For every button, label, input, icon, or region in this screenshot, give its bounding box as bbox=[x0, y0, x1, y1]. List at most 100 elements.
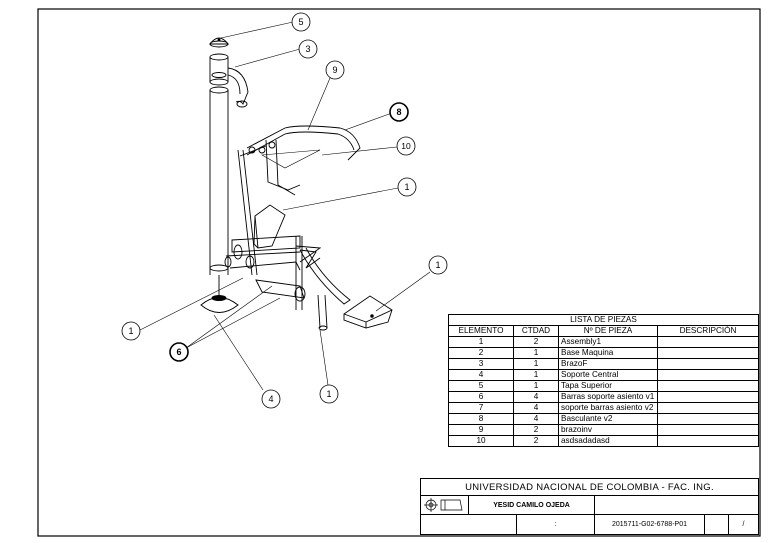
balloon-label: 4 bbox=[268, 394, 273, 404]
balloon-8: 8 bbox=[389, 102, 409, 122]
row-qty: 1 bbox=[513, 380, 559, 392]
header-description: DESCRIPCIÓN bbox=[657, 325, 759, 337]
row-desc bbox=[657, 424, 759, 436]
row-part: asdsadadasd bbox=[558, 435, 658, 447]
table-row: 6 4 Barras soporte asiento v1 bbox=[448, 391, 759, 403]
balloon-1-bottom: 1 bbox=[319, 384, 339, 404]
balloon-1-footpad: 1 bbox=[428, 255, 448, 275]
row-item: 8 bbox=[448, 413, 514, 425]
balloon-3: 3 bbox=[298, 39, 318, 59]
table-row: 2 1 Base Maquina bbox=[448, 347, 759, 359]
row-qty: 4 bbox=[513, 413, 559, 425]
top-cap-part bbox=[209, 37, 229, 48]
row-item: 1 bbox=[448, 336, 514, 348]
row-desc bbox=[657, 358, 759, 370]
balloon-label: 3 bbox=[305, 44, 310, 54]
row-part: BrazoF bbox=[558, 358, 658, 370]
upper-sleeve-part bbox=[209, 53, 249, 108]
parts-list-header-row: ELEMENTO CTDAD Nº DE PIEZA DESCRIPCIÓN bbox=[448, 325, 759, 337]
row-item: 7 bbox=[448, 402, 514, 414]
row-qty: 1 bbox=[513, 347, 559, 359]
balloon-label: 5 bbox=[298, 17, 303, 27]
table-row: 10 2 asdsadadasd bbox=[448, 435, 759, 447]
author-row: YESID CAMILO OJEDA bbox=[420, 495, 759, 515]
balloon-label: 8 bbox=[396, 107, 401, 117]
balloon-6: 6 bbox=[169, 342, 189, 362]
leader-lines bbox=[139, 21, 431, 391]
row-part: Basculante v2 bbox=[558, 413, 658, 425]
table-row: 9 2 brazoinv bbox=[448, 424, 759, 436]
projection-symbol-cell bbox=[421, 496, 469, 514]
row-desc bbox=[657, 369, 759, 381]
row-qty: 1 bbox=[513, 358, 559, 370]
row-desc bbox=[657, 347, 759, 359]
revision-cell bbox=[705, 515, 729, 534]
balloon-label: 1 bbox=[128, 326, 133, 336]
row-desc bbox=[657, 402, 759, 414]
balloon-label: 1 bbox=[326, 389, 331, 399]
row-item: 3 bbox=[448, 358, 514, 370]
table-row: 8 4 Basculante v2 bbox=[448, 413, 759, 425]
table-row: 4 1 Soporte Central bbox=[448, 369, 759, 381]
row-item: 9 bbox=[448, 424, 514, 436]
row-item: 2 bbox=[448, 347, 514, 359]
blank-cell bbox=[421, 515, 517, 534]
balloon-1-backrest: 1 bbox=[397, 177, 417, 197]
title-block: UNIVERSIDAD NACIONAL DE COLOMBIA - FAC. … bbox=[420, 478, 759, 535]
row-qty: 2 bbox=[513, 336, 559, 348]
row-desc bbox=[657, 435, 759, 447]
balloon-label: 6 bbox=[176, 347, 181, 357]
row-part: Assembly1 bbox=[558, 336, 658, 348]
row-desc bbox=[657, 336, 759, 348]
main-column-part bbox=[200, 86, 239, 313]
parts-list-table: LISTA DE PIEZAS ELEMENTO CTDAD Nº DE PIE… bbox=[448, 314, 759, 447]
row-part: brazoinv bbox=[558, 424, 658, 436]
arm-linkage-part bbox=[239, 125, 361, 196]
row-qty: 2 bbox=[513, 424, 559, 436]
row-part: Barras soporte asiento v1 bbox=[558, 391, 658, 403]
foot-pad-part bbox=[343, 295, 393, 329]
assembly-drawing bbox=[200, 37, 393, 331]
balloon-4: 4 bbox=[261, 389, 281, 409]
balloon-5: 5 bbox=[291, 12, 311, 32]
parts-list-caption: LISTA DE PIEZAS bbox=[448, 314, 759, 326]
row-item: 5 bbox=[448, 380, 514, 392]
scale-cell: : bbox=[517, 515, 595, 534]
backrest-pad-part bbox=[253, 204, 286, 249]
balloon-label: 9 bbox=[332, 65, 337, 75]
row-item: 4 bbox=[448, 369, 514, 381]
sheet-number: / bbox=[742, 521, 745, 528]
sheet-border bbox=[37, 8, 761, 537]
row-desc bbox=[657, 413, 759, 425]
projection-symbol-icon bbox=[424, 498, 463, 512]
balloon-1-left: 1 bbox=[121, 321, 141, 341]
balloon-label: 1 bbox=[404, 182, 409, 192]
row-desc bbox=[657, 391, 759, 403]
row-qty: 1 bbox=[513, 369, 559, 381]
row-part: Tapa Superior bbox=[558, 380, 658, 392]
balloon-label: 1 bbox=[435, 260, 440, 270]
balloon-10: 10 bbox=[396, 136, 416, 156]
row-qty: 4 bbox=[513, 391, 559, 403]
row-item: 6 bbox=[448, 391, 514, 403]
row-desc bbox=[657, 380, 759, 392]
lower-frame-part bbox=[224, 235, 351, 331]
row-part: soporte barras asiento v2 bbox=[558, 402, 658, 414]
balloon-9: 9 bbox=[325, 60, 345, 80]
institution-name: UNIVERSIDAD NACIONAL DE COLOMBIA - FAC. … bbox=[420, 478, 759, 496]
row-part: Base Maquina bbox=[558, 347, 658, 359]
table-row: 1 2 Assembly1 bbox=[448, 336, 759, 348]
row-qty: 4 bbox=[513, 402, 559, 414]
row-item: 10 bbox=[448, 435, 514, 447]
drawing-info-row: : 2015711-G02-6788-P01 / bbox=[420, 514, 759, 535]
table-row: 3 1 BrazoF bbox=[448, 358, 759, 370]
author-name: YESID CAMILO OJEDA bbox=[469, 496, 595, 514]
table-row: 7 4 soporte barras asiento v2 bbox=[448, 402, 759, 414]
header-part-number: Nº DE PIEZA bbox=[558, 325, 658, 337]
row-qty: 2 bbox=[513, 435, 559, 447]
drawing-number: 2015711-G02-6788-P01 bbox=[595, 515, 705, 534]
row-part: Soporte Central bbox=[558, 369, 658, 381]
header-quantity: CTDAD bbox=[513, 325, 559, 337]
table-row: 5 1 Tapa Superior bbox=[448, 380, 759, 392]
